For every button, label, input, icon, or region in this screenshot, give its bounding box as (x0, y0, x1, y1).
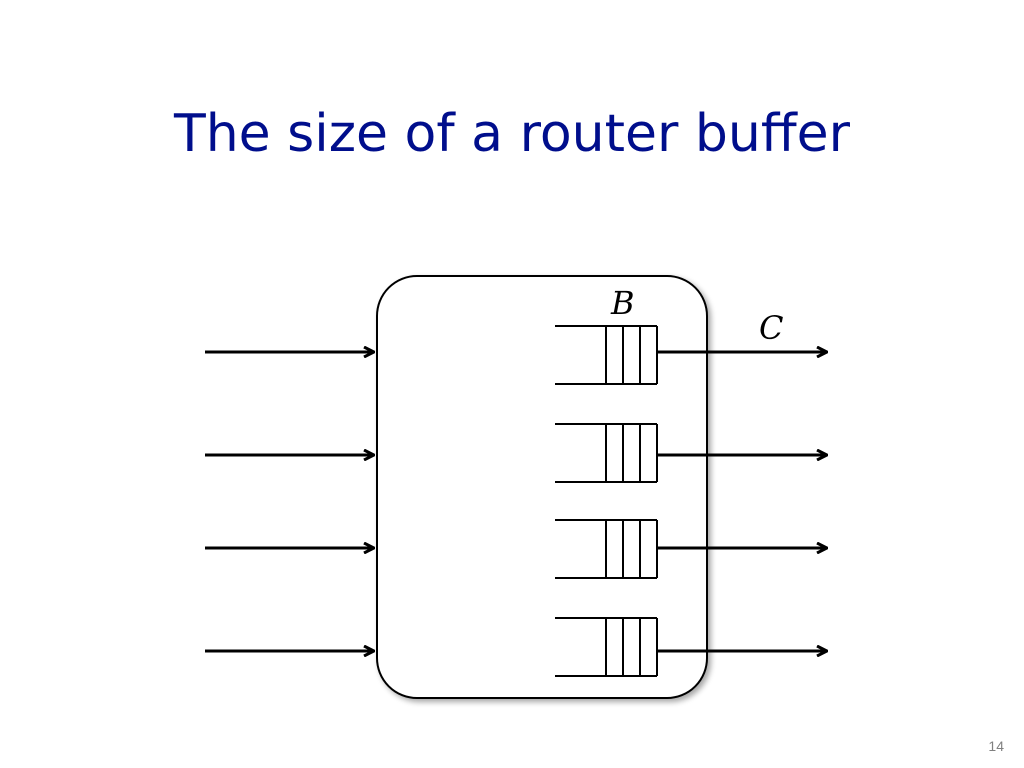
slide-number: 14 (988, 738, 1004, 754)
output-queue (555, 617, 658, 677)
output-queue (555, 325, 658, 385)
slide-title: The size of a router buffer (173, 104, 851, 164)
buffer-size-label: B (610, 284, 635, 322)
output-queue (555, 423, 658, 483)
link-capacity-label: C (759, 309, 783, 347)
router-box (376, 275, 708, 699)
